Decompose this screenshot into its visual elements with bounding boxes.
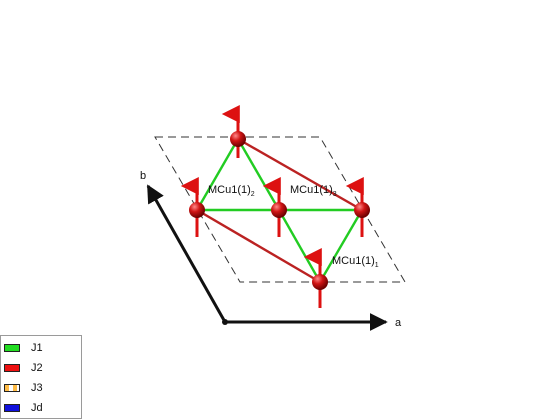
j2-bonds (196, 137, 363, 284)
legend-label: J1 (31, 342, 43, 354)
unit-cell-outline (154, 136, 406, 283)
axis-b (146, 184, 227, 323)
atom-label-2: MCu1(1)2 (208, 184, 255, 198)
j1-bonds (195, 138, 364, 283)
atom-sphere (189, 202, 205, 218)
axis-b-label: b (140, 170, 146, 182)
j1-bond (277, 209, 322, 283)
legend-item-j3: J3 (4, 380, 43, 396)
atom-sphere (271, 202, 287, 218)
atom-sphere (312, 274, 328, 290)
legend-swatch (4, 404, 20, 412)
legend-label: J2 (31, 362, 43, 374)
j1-bond (236, 138, 281, 211)
legend: J1 J2 J3 Jd (0, 335, 82, 419)
axis-a-label: a (395, 317, 402, 329)
legend-item-j2: J2 (4, 360, 43, 376)
atom-label-1: MCu1(1)1 (332, 255, 379, 269)
atom-label-3: MCu1(1)3 (290, 184, 337, 198)
legend-item-j1: J1 (4, 340, 43, 356)
j1-bond (195, 138, 240, 211)
legend-swatch (4, 344, 20, 352)
legend-swatch (4, 384, 20, 392)
legend-swatch (4, 364, 20, 372)
legend-label: J3 (31, 382, 43, 394)
atoms (189, 131, 370, 290)
j2-bond (237, 137, 363, 212)
legend-item-jd: Jd (4, 400, 43, 416)
j1-bond (318, 209, 364, 283)
axes: a b (140, 170, 402, 331)
j2-bond (196, 208, 321, 284)
atom-sphere (354, 202, 370, 218)
legend-label: Jd (31, 402, 43, 414)
atom-sphere (230, 131, 246, 147)
